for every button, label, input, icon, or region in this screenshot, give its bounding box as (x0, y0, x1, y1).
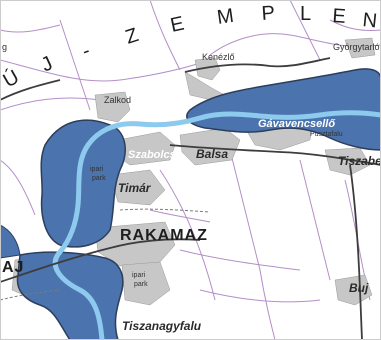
region-letter-dash: - (79, 39, 95, 63)
region-letter-e1: E (168, 12, 188, 37)
flood-zone-west (40, 119, 126, 248)
label-timar[interactable]: Timár (118, 181, 152, 195)
label-szabolcs[interactable]: Szabolcs (128, 149, 176, 161)
railway (0, 208, 211, 301)
region-letter-l: L (300, 3, 313, 25)
label-buj[interactable]: Buj (349, 281, 369, 295)
region-letter-n: N (361, 9, 380, 33)
label-rakamaz[interactable]: RAKAMAZ (120, 227, 208, 244)
edge-fragment-top-left: g (2, 42, 7, 52)
region-letter-p: P (261, 2, 278, 25)
ipari-park-bottom-area (121, 261, 171, 306)
river-tisza (52, 110, 381, 340)
label-tiszaber[interactable]: Tiszabe (338, 154, 381, 168)
label-kenezlo[interactable]: Kenézlő (202, 52, 235, 62)
label-gavavencsello[interactable]: Gávavencsellő (258, 118, 335, 130)
region-letter-m: M (216, 5, 238, 29)
edge-fragment-bottom-left: AJ (2, 259, 24, 276)
label-pusztafalu[interactable]: Pusztafalu (310, 131, 343, 138)
flood-zone-west-edge (0, 224, 21, 259)
kenezlo-area (194, 57, 221, 81)
region-letter-j: J (38, 52, 58, 77)
zalkod-area (94, 91, 131, 123)
label-tiszanagyfalu[interactable]: Tiszanagyfalu (122, 319, 202, 333)
label-ipari-top-1: ipari (90, 166, 104, 173)
label-gyorgytarlo[interactable]: Györgytarló (333, 42, 380, 52)
region-letter-z: Z (123, 23, 143, 48)
flood-zone-east (186, 68, 381, 151)
main-roads (0, 57, 381, 340)
region-letter-e2: E (332, 5, 349, 28)
label-ipari-bottom-2: park (134, 281, 148, 288)
label-zalkod[interactable]: Zalkod (104, 95, 131, 105)
label-balsa[interactable]: Balsa (196, 147, 228, 161)
gyorgytarlo-area (344, 37, 376, 59)
timar-area (109, 169, 166, 206)
flood-zone-south (16, 251, 124, 340)
label-ipari-bottom-1: ipari (132, 272, 146, 279)
flood-zone (0, 68, 381, 340)
label-ipari-top-2: park (92, 175, 106, 182)
tiszaber-area (324, 147, 371, 176)
region-letter-u: Ú (0, 64, 25, 92)
place-labels: Györgytarló Kenézlő Zalkod Gávavencsellő… (90, 42, 381, 333)
